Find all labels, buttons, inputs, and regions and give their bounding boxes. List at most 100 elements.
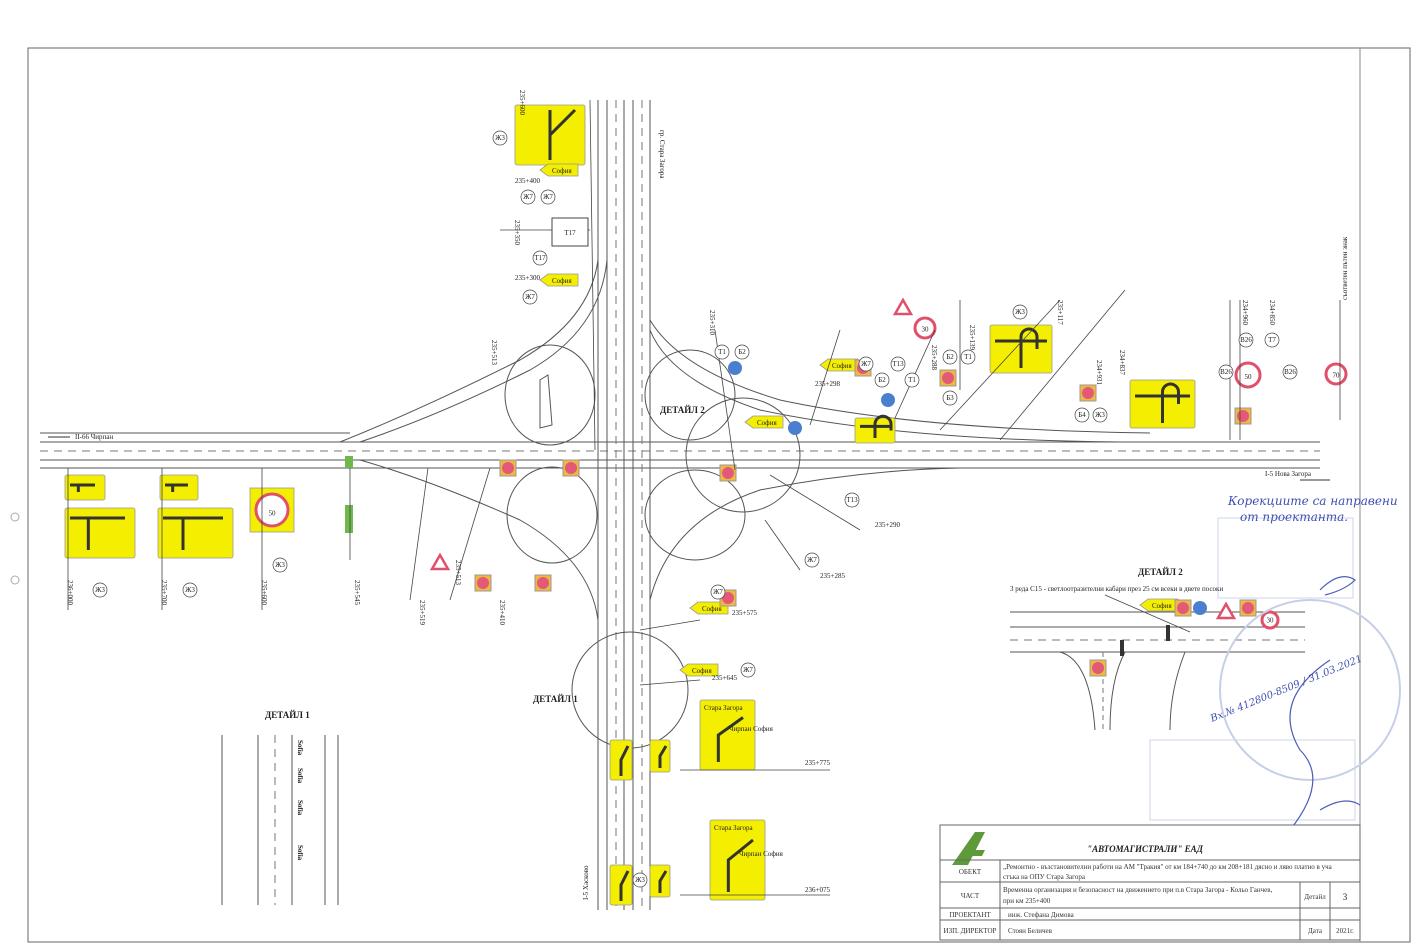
company-logo bbox=[952, 832, 985, 865]
leader-line bbox=[769, 474, 861, 531]
sign-code: Ж7 bbox=[543, 193, 553, 201]
sign-code-marker bbox=[714, 344, 730, 360]
sign-code-marker bbox=[942, 390, 958, 406]
sign-code-marker bbox=[520, 189, 536, 205]
punch-hole bbox=[10, 512, 20, 522]
detail-number: 3 bbox=[1343, 892, 1348, 902]
sign-code-marker bbox=[874, 372, 890, 388]
sign-destination: Чирпан София bbox=[739, 850, 784, 858]
chainage-label: 235+288 bbox=[930, 345, 938, 370]
sofia-direction-sign bbox=[539, 273, 579, 287]
chainage-label: 235+700 bbox=[160, 580, 168, 605]
sign-code-marker bbox=[92, 582, 108, 598]
chainage-label: 234+931 bbox=[1095, 360, 1103, 385]
road-marking-text: Sofia bbox=[296, 740, 304, 756]
sign-code: В26 bbox=[1284, 368, 1296, 376]
leader-line bbox=[939, 299, 1061, 431]
chainage-label: 235+600 bbox=[518, 90, 526, 115]
part-value: Временна организация и безопасност на дв… bbox=[1003, 886, 1273, 894]
sign-destination: Стара Загора bbox=[714, 824, 753, 832]
east-west-road bbox=[40, 432, 1320, 469]
leader-line bbox=[764, 519, 801, 571]
chainage-labels bbox=[67, 99, 1341, 896]
direction-sign bbox=[854, 414, 896, 444]
date-label: Дата bbox=[1308, 927, 1323, 935]
detail1-circle bbox=[571, 631, 689, 749]
stop-sign bbox=[499, 459, 517, 477]
end-sign-note: съответен пътен знак bbox=[1341, 236, 1349, 300]
sign-text: София bbox=[692, 667, 712, 675]
sign-code: Ж7 bbox=[861, 360, 871, 368]
detail2-inset bbox=[1010, 594, 1305, 731]
sign-code: Ж3 bbox=[1015, 308, 1025, 316]
leader-line bbox=[809, 329, 841, 426]
sign-code-marker bbox=[540, 189, 556, 205]
sign-code-marker bbox=[804, 552, 820, 568]
sign-code: Т13 bbox=[892, 360, 904, 368]
direction-sign bbox=[514, 104, 586, 166]
road-marking-text: Sofia bbox=[296, 768, 304, 784]
sign-text: София bbox=[702, 605, 722, 613]
sign-code: Т13 bbox=[846, 496, 858, 504]
sign-code-marker bbox=[1218, 364, 1234, 380]
speed-value: 50 bbox=[269, 509, 277, 517]
leader-line bbox=[589, 99, 596, 451]
speed-limit-sign bbox=[913, 316, 937, 340]
t17-sign-box bbox=[551, 217, 589, 247]
sign-code: Ж3 bbox=[495, 134, 505, 142]
sign-code: Ж3 bbox=[1095, 411, 1105, 419]
stop-sign bbox=[1089, 659, 1107, 677]
road-marking-text: Sofia bbox=[296, 845, 304, 861]
leader-line bbox=[999, 289, 1126, 441]
sign-code: Ж7 bbox=[523, 193, 533, 201]
chainage-label: 235+298 bbox=[815, 380, 840, 388]
sign-code: Ж7 bbox=[807, 556, 817, 564]
mandatory-direction-sign bbox=[881, 393, 895, 407]
sign-code: В26 bbox=[1220, 368, 1232, 376]
date-value: 2021г. bbox=[1336, 927, 1354, 935]
sign-text: София bbox=[552, 167, 572, 175]
direction-sign bbox=[64, 474, 106, 501]
chainage-label: 236+075 bbox=[805, 886, 830, 894]
sign-code-marker bbox=[710, 584, 726, 600]
object-value: „Ремонтно - възстановителни работи на АМ… bbox=[1003, 863, 1333, 871]
sign-code: Ж3 bbox=[635, 876, 645, 884]
sign-code-marker bbox=[844, 492, 860, 508]
sign-code-marker bbox=[858, 356, 874, 372]
stop-sign bbox=[1079, 384, 1097, 402]
sign-code-marker bbox=[492, 130, 508, 146]
speed-value: 70 bbox=[1333, 371, 1341, 379]
sign-destination: Стара Загора bbox=[704, 704, 743, 712]
road-label-east: I-5 Нова Загора bbox=[1265, 470, 1312, 478]
direction-sign bbox=[649, 739, 671, 773]
company-name: "АВТОМАГИСТРАЛИ" ЕАД bbox=[1087, 844, 1204, 854]
sign-code-marker bbox=[1092, 407, 1108, 423]
leader-line bbox=[639, 619, 701, 631]
t17-label: Т17 bbox=[564, 229, 576, 237]
sign-code-marker bbox=[532, 250, 548, 266]
sofia-direction-sign bbox=[679, 663, 719, 677]
stop-sign bbox=[1234, 407, 1252, 425]
leader-line bbox=[639, 679, 701, 686]
label-designer: ПРОЕКТАНТ bbox=[949, 911, 991, 919]
interchange-ramps bbox=[339, 259, 1151, 621]
sofia-direction-sign bbox=[539, 163, 579, 177]
sign-text: София bbox=[1152, 602, 1172, 610]
sign-code: Б2 bbox=[878, 376, 886, 384]
chainage-label: 235+139 bbox=[968, 325, 976, 350]
speed-limit-sign bbox=[1260, 610, 1280, 630]
sign-code-marker bbox=[1074, 407, 1090, 423]
sign-code: В26 bbox=[1240, 336, 1252, 344]
chainage-label: 235+117 bbox=[1056, 300, 1064, 325]
punch-hole bbox=[10, 575, 20, 585]
sign-code: Б3 bbox=[946, 394, 954, 402]
sign-text: София bbox=[757, 419, 777, 427]
detail1-inset bbox=[221, 735, 339, 905]
detail2-inset-label: ДЕТАЙЛ 2 bbox=[1138, 567, 1183, 577]
direction-sign bbox=[649, 864, 671, 898]
speed-limit-sign bbox=[1234, 361, 1262, 389]
sign-code: Ж3 bbox=[275, 561, 285, 569]
sign-code: Ж3 bbox=[185, 586, 195, 594]
chainage-label: 234+850 bbox=[1268, 300, 1276, 325]
